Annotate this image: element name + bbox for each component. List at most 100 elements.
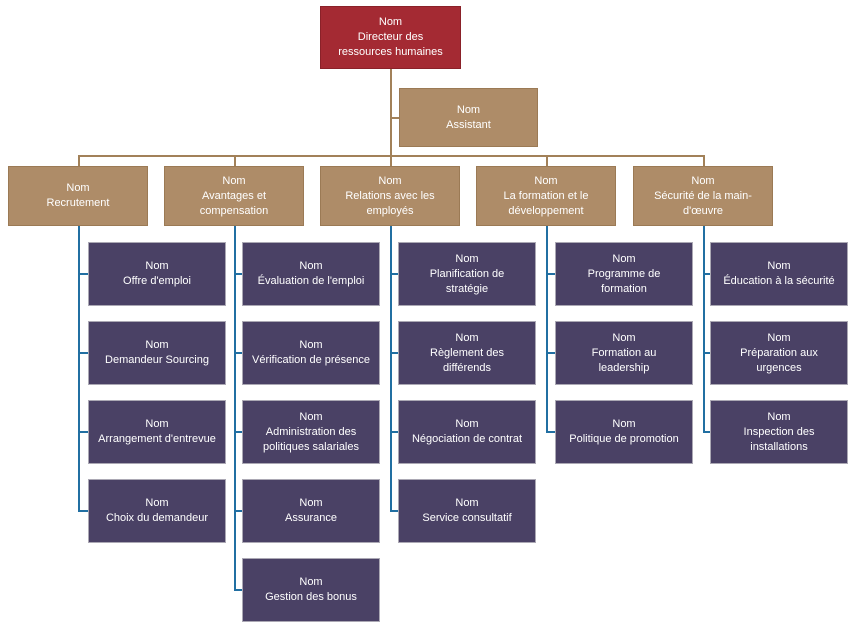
node-title-label: Formation au leadership: [591, 346, 657, 374]
node-title-label: Service consultatif: [422, 512, 512, 524]
org-node-leaf-formation-leadership[interactable]: Nom Formation au leadership: [555, 321, 693, 385]
node-title-label: Offre d'emploi: [123, 275, 191, 287]
org-node-leaf-politique-promotion[interactable]: Nom Politique de promotion: [555, 400, 693, 464]
node-name-label: Nom: [767, 331, 791, 344]
node-name-label: Nom: [299, 576, 323, 588]
node-name-label: Nom: [378, 174, 402, 187]
connector-line: [546, 226, 548, 433]
connector-line: [78, 155, 80, 167]
connector-line: [390, 510, 398, 512]
node-name-label: Nom: [455, 497, 479, 509]
org-node-leaf-education-securite[interactable]: Nom Éducation à la sécurité: [710, 242, 848, 306]
connector-line: [546, 431, 555, 433]
node-title-label: Relations avec les employés: [345, 189, 435, 217]
org-node-dept-securite[interactable]: Nom Sécurité de la main-d'œuvre: [633, 166, 773, 226]
node-title-label: Avantages et compensation: [199, 189, 269, 217]
org-node-leaf-demandeur-sourcing[interactable]: Nom Demandeur Sourcing: [88, 321, 226, 385]
node-title-label: Règlement des différends: [430, 346, 504, 374]
connector-line: [390, 226, 392, 512]
connector-line: [234, 352, 242, 354]
connector-line: [234, 510, 242, 512]
org-node-assistant[interactable]: Nom Assistant: [399, 88, 538, 147]
node-name-label: Nom: [145, 339, 169, 351]
node-title-label: Recrutement: [46, 197, 110, 209]
org-node-dept-recrutement[interactable]: Nom Recrutement: [8, 166, 148, 226]
connector-line: [703, 226, 705, 433]
node-name-label: Nom: [145, 260, 169, 272]
org-node-leaf-assurance[interactable]: Nom Assurance: [242, 479, 380, 543]
org-node-leaf-offre-emploi[interactable]: Nom Offre d'emploi: [88, 242, 226, 306]
connector-line: [78, 155, 704, 157]
connector-line: [390, 352, 398, 354]
node-name-label: Nom: [145, 418, 169, 430]
org-node-leaf-programme-formation[interactable]: Nom Programme de formation: [555, 242, 693, 306]
org-node-dept-relations[interactable]: Nom Relations avec les employés: [320, 166, 460, 226]
org-node-leaf-administration-politiques[interactable]: Nom Administration des politiques salari…: [242, 400, 380, 464]
org-node-root[interactable]: Nom Directeur des ressources humaines: [320, 6, 461, 69]
node-title-label: Choix du demandeur: [105, 512, 209, 524]
node-title-label: Gestion des bonus: [265, 591, 357, 603]
node-name-label: Nom: [299, 260, 323, 272]
org-node-leaf-preparation-urgences[interactable]: Nom Préparation aux urgences: [710, 321, 848, 385]
connector-line: [703, 273, 710, 275]
node-name-label: Nom: [612, 252, 636, 265]
connector-line: [703, 155, 705, 167]
org-node-leaf-inspection-installations[interactable]: Nom Inspection des installations: [710, 400, 848, 464]
node-name-label: Nom: [222, 174, 246, 187]
connector-line: [78, 226, 80, 512]
node-title-label: Inspection des installations: [743, 425, 815, 453]
node-name-label: Nom: [455, 331, 479, 344]
node-name-label: Nom: [455, 418, 479, 430]
org-node-leaf-arrangement-entrevue[interactable]: Nom Arrangement d'entrevue: [88, 400, 226, 464]
connector-line: [703, 431, 710, 433]
org-node-dept-avantages[interactable]: Nom Avantages et compensation: [164, 166, 304, 226]
org-node-leaf-negociation-contrat[interactable]: Nom Négociation de contrat: [398, 400, 536, 464]
org-node-leaf-reglement-differends[interactable]: Nom Règlement des différends: [398, 321, 536, 385]
connector-line: [234, 273, 242, 275]
node-title-label: Évaluation de l'emploi: [257, 275, 365, 287]
node-name-label: Nom: [299, 497, 323, 509]
org-node-leaf-choix-demandeur[interactable]: Nom Choix du demandeur: [88, 479, 226, 543]
node-title-label: Administration des politiques salariales: [263, 425, 359, 453]
org-node-leaf-evaluation-emploi[interactable]: Nom Évaluation de l'emploi: [242, 242, 380, 306]
connector-line: [390, 431, 398, 433]
org-node-leaf-verification-presence[interactable]: Nom Vérification de présence: [242, 321, 380, 385]
node-title-label: Assurance: [285, 512, 337, 524]
node-title-label: Négociation de contrat: [411, 433, 523, 445]
connector-line: [234, 589, 242, 591]
node-name-label: Nom: [378, 16, 403, 28]
connector-line: [78, 352, 88, 354]
node-name-label: Nom: [299, 339, 323, 351]
node-name-label: Nom: [767, 260, 791, 272]
node-name-label: Nom: [534, 174, 558, 187]
connector-line: [390, 273, 398, 275]
node-name-label: Nom: [145, 497, 169, 509]
org-node-leaf-planification-strategie[interactable]: Nom Planification de stratégie: [398, 242, 536, 306]
connector-line: [234, 226, 236, 591]
node-title-label: Demandeur Sourcing: [105, 354, 209, 366]
connector-line: [78, 431, 88, 433]
node-name-label: Nom: [691, 174, 715, 187]
node-title-label: Assistant: [446, 118, 491, 131]
org-node-leaf-gestion-bonus[interactable]: Nom Gestion des bonus: [242, 558, 380, 622]
node-name-label: Nom: [299, 410, 323, 423]
connector-line: [546, 155, 548, 167]
node-title-label: Planification de stratégie: [429, 267, 505, 295]
node-name-label: Nom: [767, 410, 791, 423]
node-title-label: Directeur des ressources humaines: [338, 31, 443, 58]
node-title-label: La formation et le développement: [503, 189, 589, 217]
connector-line: [234, 431, 242, 433]
org-node-leaf-service-consultatif[interactable]: Nom Service consultatif: [398, 479, 536, 543]
connector-line: [78, 273, 88, 275]
node-name-label: Nom: [456, 103, 481, 116]
org-node-dept-formation[interactable]: Nom La formation et le développement: [476, 166, 616, 226]
node-title-label: Programme de formation: [587, 267, 661, 295]
node-title-label: Politique de promotion: [569, 433, 679, 445]
connector-line: [234, 155, 236, 167]
connector-line: [703, 352, 710, 354]
node-title-label: Sécurité de la main-d'œuvre: [654, 189, 752, 217]
node-name-label: Nom: [612, 331, 636, 344]
node-title-label: Arrangement d'entrevue: [98, 433, 216, 445]
node-name-label: Nom: [612, 418, 636, 430]
